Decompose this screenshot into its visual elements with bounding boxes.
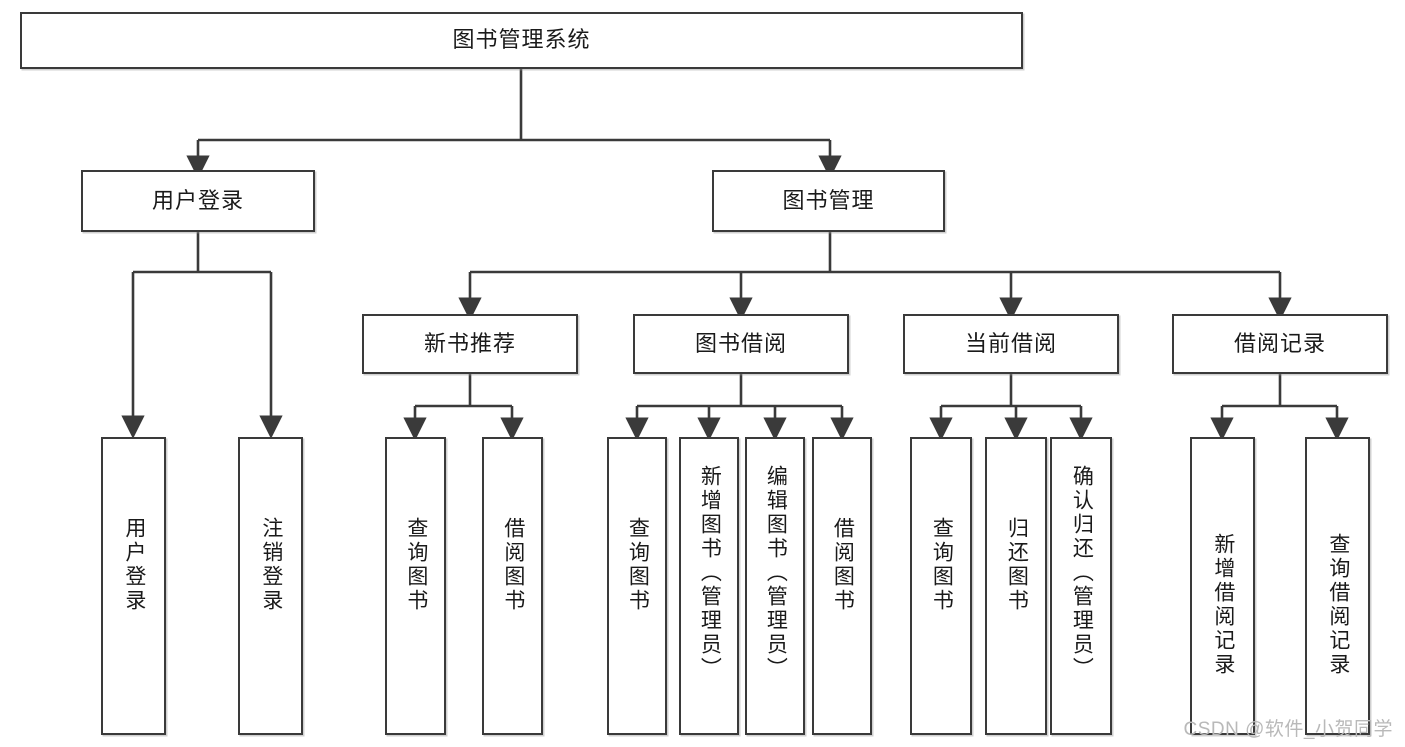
- node-leaf-edit-book-admin[interactable]: 编辑图书（管理员）: [745, 437, 805, 735]
- node-leaf-query-book-1-label: 查询图书: [404, 517, 428, 613]
- node-book-borrow[interactable]: 图书借阅: [633, 314, 849, 374]
- node-book-borrow-label: 图书借阅: [694, 330, 787, 356]
- node-leaf-query-book-2-label: 查询图书: [626, 517, 650, 613]
- node-book-manage-label: 图书管理: [782, 187, 875, 213]
- node-leaf-query-borrow-record-label: 查询借阅记录: [1326, 533, 1350, 677]
- node-leaf-query-book-2[interactable]: 查询图书: [607, 437, 667, 735]
- node-leaf-query-book-1[interactable]: 查询图书: [385, 437, 446, 735]
- node-leaf-query-borrow-record[interactable]: 查询借阅记录: [1305, 437, 1370, 735]
- node-leaf-confirm-return-admin[interactable]: 确认归还（管理员）: [1050, 437, 1112, 735]
- node-leaf-edit-book-admin-label: 编辑图书（管理员）: [764, 465, 788, 681]
- node-leaf-borrow-book-1[interactable]: 借阅图书: [482, 437, 543, 735]
- node-leaf-query-book-3[interactable]: 查询图书: [910, 437, 972, 735]
- node-root-label: 图书管理系统: [452, 27, 591, 53]
- node-leaf-add-book-admin[interactable]: 新增图书（管理员）: [679, 437, 739, 735]
- node-borrow-record[interactable]: 借阅记录: [1172, 314, 1388, 374]
- node-root[interactable]: 图书管理系统: [20, 12, 1023, 69]
- node-borrow-record-label: 借阅记录: [1233, 330, 1326, 356]
- node-leaf-add-borrow-record-label: 新增借阅记录: [1211, 533, 1235, 677]
- node-new-book-recommend-label: 新书推荐: [423, 330, 516, 356]
- node-leaf-user-logout[interactable]: 注销登录: [238, 437, 303, 735]
- node-leaf-return-book[interactable]: 归还图书: [985, 437, 1047, 735]
- node-leaf-return-book-label: 归还图书: [1005, 517, 1029, 613]
- node-book-manage[interactable]: 图书管理: [712, 170, 945, 232]
- node-leaf-borrow-book-1-label: 借阅图书: [501, 517, 525, 613]
- node-leaf-add-book-admin-label: 新增图书（管理员）: [698, 465, 722, 681]
- node-leaf-user-logout-label: 注销登录: [259, 517, 283, 613]
- node-leaf-borrow-book-2-label: 借阅图书: [831, 517, 855, 613]
- node-leaf-borrow-book-2[interactable]: 借阅图书: [812, 437, 872, 735]
- node-leaf-add-borrow-record[interactable]: 新增借阅记录: [1190, 437, 1255, 735]
- node-current-borrow-label: 当前借阅: [964, 330, 1057, 356]
- node-new-book-recommend[interactable]: 新书推荐: [362, 314, 578, 374]
- watermark-text: CSDN @软件_小贺同学: [1183, 719, 1393, 740]
- node-current-borrow[interactable]: 当前借阅: [903, 314, 1119, 374]
- node-leaf-query-book-3-label: 查询图书: [930, 517, 954, 613]
- node-user-login[interactable]: 用户登录: [81, 170, 315, 232]
- node-user-login-label: 用户登录: [151, 187, 244, 213]
- node-leaf-confirm-return-admin-label: 确认归还（管理员）: [1070, 465, 1094, 681]
- node-leaf-user-login[interactable]: 用户登录: [101, 437, 166, 735]
- node-leaf-user-login-label: 用户登录: [122, 517, 146, 613]
